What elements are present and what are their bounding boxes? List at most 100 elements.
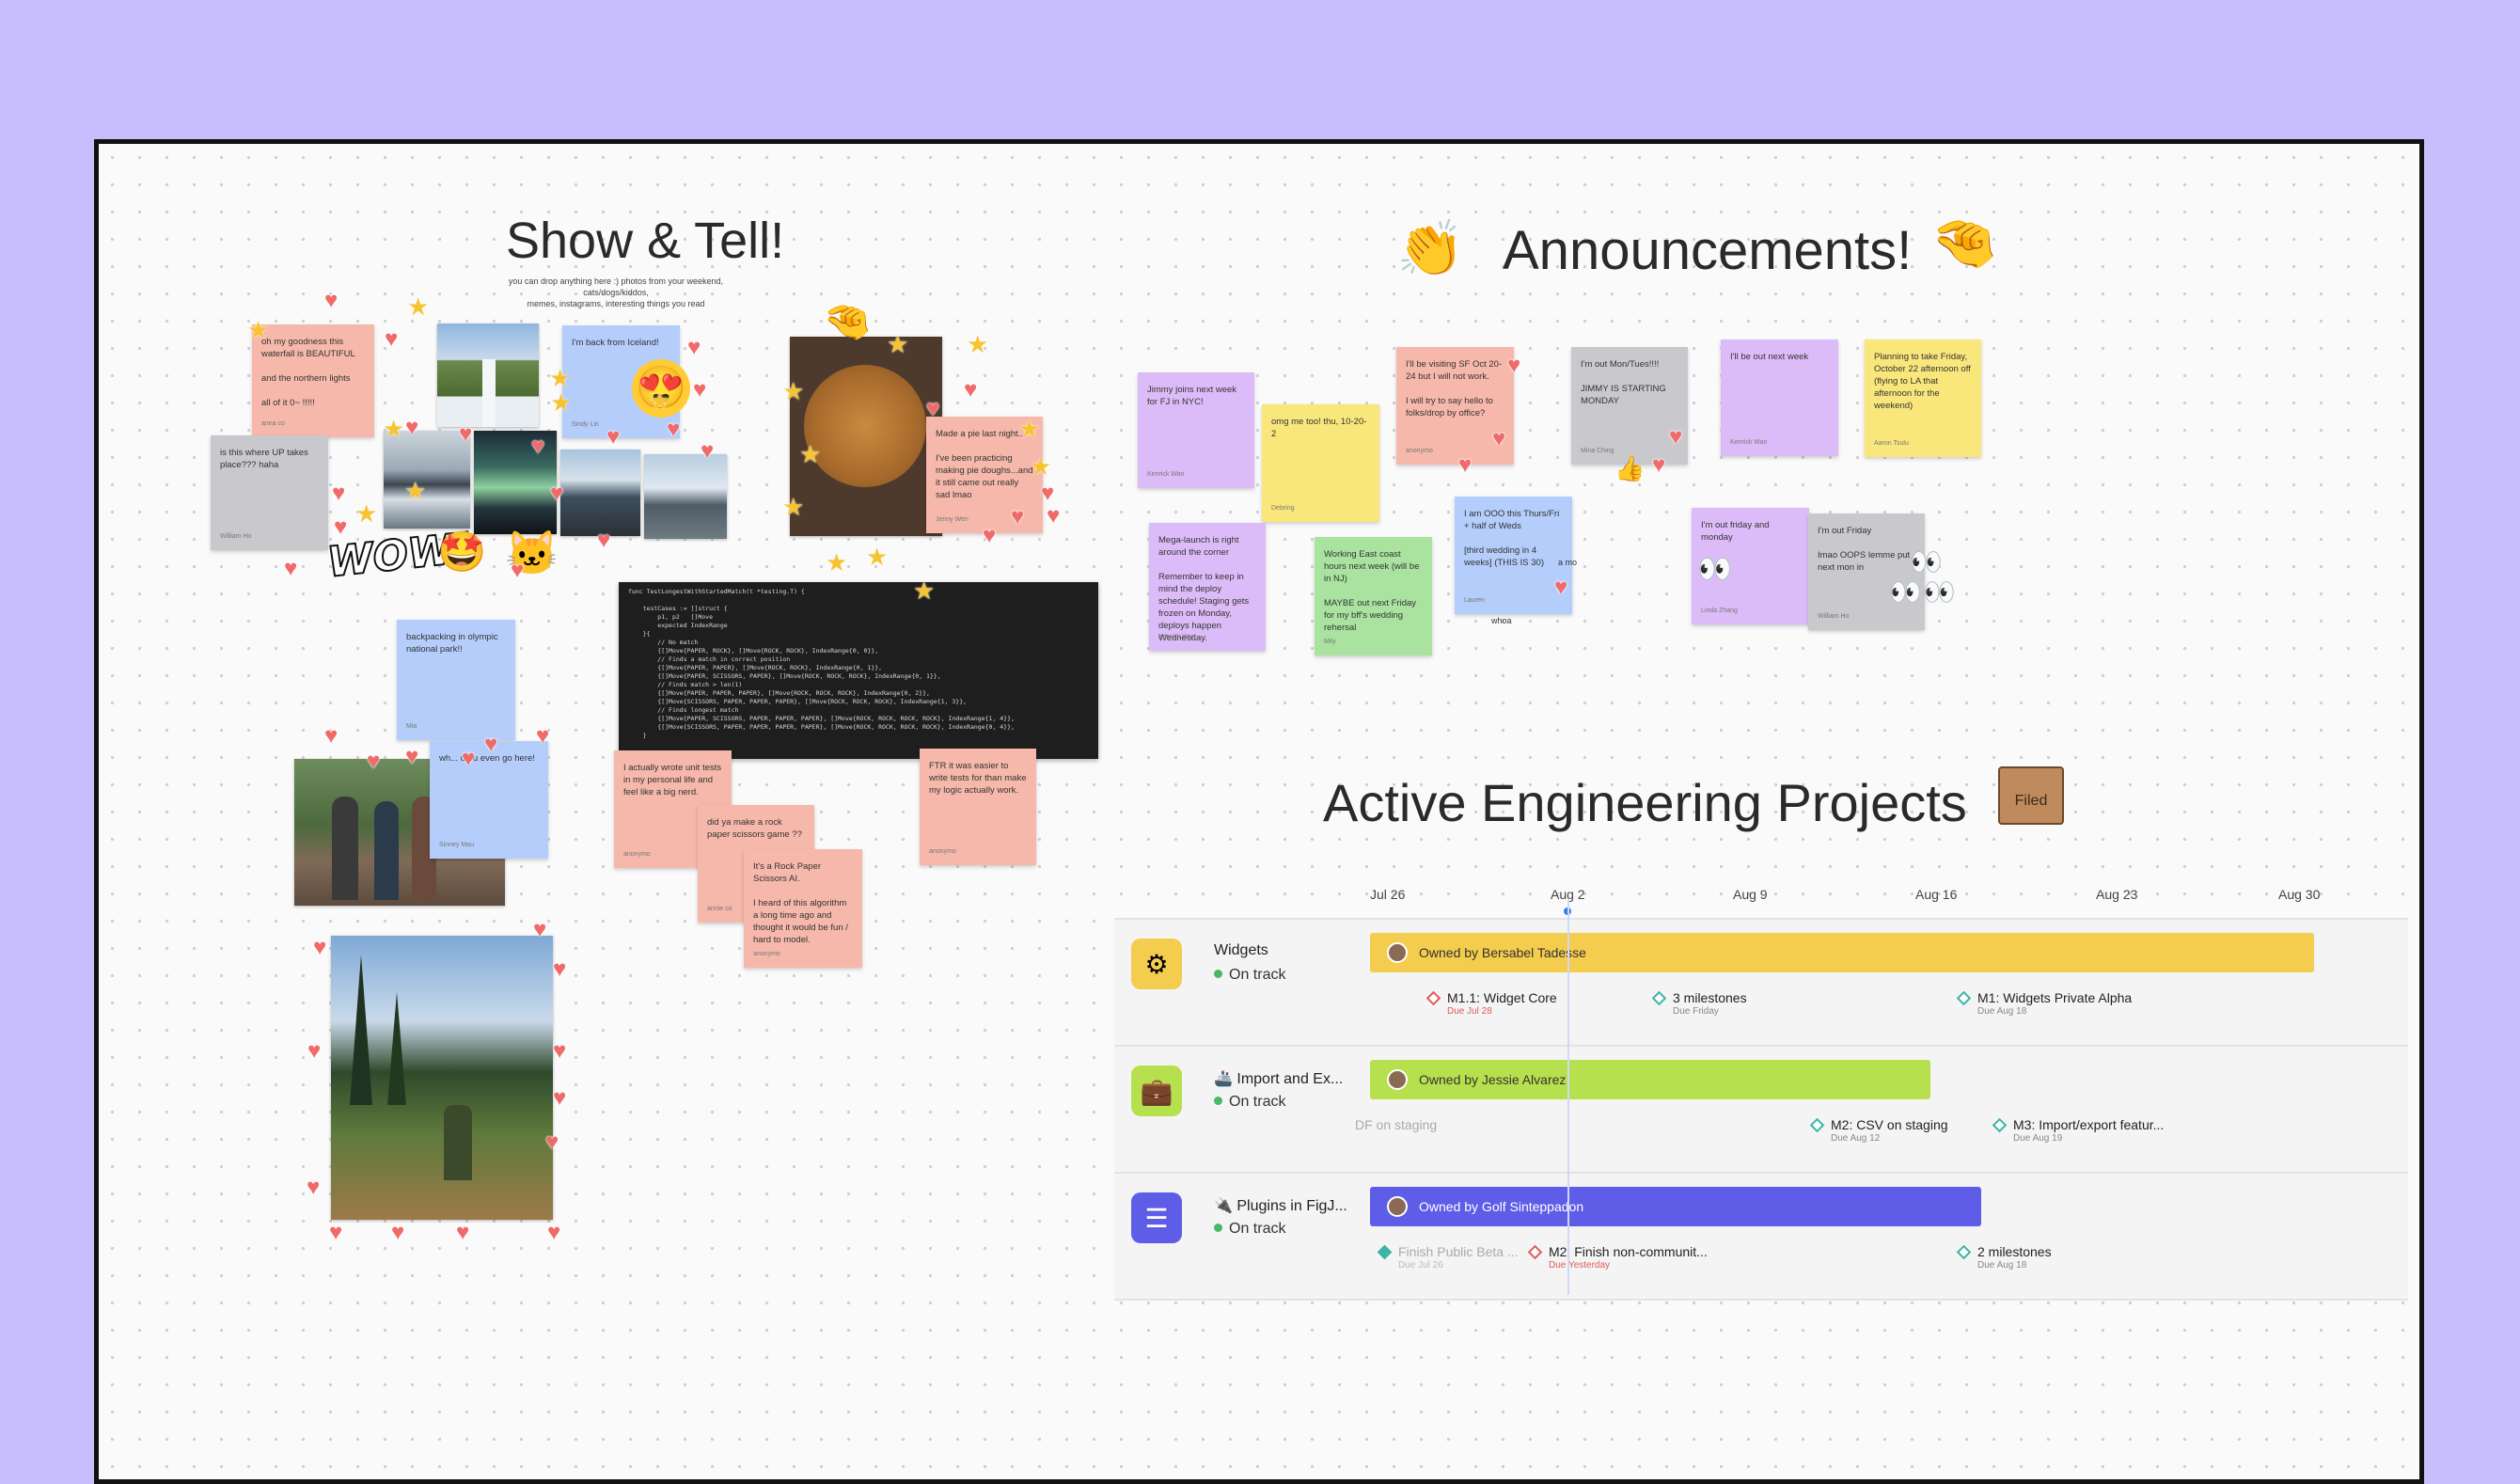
- subtitle-line1: you can drop anything here :) photos fro…: [508, 276, 724, 297]
- iceland-coast-photo[interactable]: [384, 431, 470, 529]
- sticky-note[interactable]: It's a Rock Paper Scissors AI. I heard o…: [744, 849, 862, 968]
- heart-icon: ♥: [324, 723, 339, 749]
- sticky-text: Mega-launch is right around the corner R…: [1158, 535, 1250, 643]
- sticky-text: Planning to take Friday, October 22 afte…: [1874, 352, 1971, 411]
- star-icon: ★: [782, 377, 805, 405]
- pie-photo[interactable]: [790, 337, 942, 536]
- heart-eyes-emoji-icon[interactable]: 😍: [632, 359, 690, 418]
- project-status: On track: [1214, 1094, 1285, 1111]
- milestone[interactable]: M2: Finish non-communit...Due Yesterday: [1527, 1244, 1708, 1271]
- milestone-due: Due Yesterday: [1549, 1260, 1611, 1271]
- milestone-due: Due Aug 19: [2013, 1133, 2063, 1144]
- heart-icon: ♥: [405, 415, 419, 440]
- heart-icon: ♥: [597, 528, 611, 553]
- sticky-note[interactable]: Jimmy joins next week for FJ in NYC!Kenr…: [1138, 372, 1254, 488]
- project-name[interactable]: 🚢 Import and Ex...: [1214, 1071, 1344, 1087]
- trail-photo[interactable]: [331, 936, 553, 1220]
- avatar: [1387, 942, 1408, 963]
- project-name[interactable]: Widgets: [1214, 942, 1268, 958]
- project-row[interactable]: ⚙ Widgets On track Owned by Bersabel Tad…: [1114, 920, 2408, 1047]
- star-icon: ★: [549, 364, 572, 392]
- waterfall-photo[interactable]: [437, 324, 539, 427]
- project-owner-bar[interactable]: Owned by Bersabel Tadesse: [1370, 933, 2314, 972]
- subtitle-line2: memes, instagrams, interesting things yo…: [527, 299, 705, 308]
- milestone-due: Due Jul 28: [1447, 1006, 1492, 1017]
- sticky-text: I actually wrote unit tests in my person…: [623, 763, 722, 797]
- sticky-text: did ya make a rock paper scissors game ?…: [707, 817, 802, 840]
- milestone[interactable]: Finish Public Beta ...Due Jul 26: [1377, 1244, 1519, 1271]
- sticky-text: is this where UP takes place??? haha: [220, 448, 308, 470]
- heart-icon: ♥: [456, 1220, 470, 1245]
- heart-icon: ♥: [1047, 503, 1061, 529]
- sticky-text: FTR it was easier to write tests for tha…: [929, 761, 1027, 796]
- sticky-note[interactable]: Mega-launch is right around the corner R…: [1149, 523, 1266, 651]
- heart-icon: ♥: [329, 1220, 343, 1245]
- star-icon: ★: [407, 292, 430, 321]
- heart-icon: ♥: [553, 956, 567, 982]
- sticky-author: anonymo: [929, 848, 956, 855]
- today-line: [1567, 900, 1569, 1295]
- star-icon: ★: [649, 387, 671, 415]
- heart-icon: ♥: [533, 917, 547, 942]
- project-owner-bar[interactable]: Owned by Jessie Alvarez: [1370, 1060, 1930, 1099]
- heart-icon: ♥: [1507, 353, 1521, 378]
- date-label: Aug 2: [1551, 887, 1585, 902]
- sticky-note[interactable]: FTR it was easier to write tests for tha…: [920, 749, 1036, 865]
- heart-icon: ♥: [701, 438, 715, 464]
- sticky-note[interactable]: wh... do u even go here!Sinney Mau: [430, 741, 548, 859]
- project-name[interactable]: 🔌 Plugins in FigJ...: [1214, 1198, 1347, 1214]
- heart-icon: ♥: [1458, 452, 1473, 478]
- milestone-title: M2: Finish non-communit...: [1549, 1244, 1708, 1259]
- project-row[interactable]: ☰ 🔌 Plugins in FigJ... On track Owned by…: [1114, 1174, 2408, 1301]
- project-row[interactable]: 💼 🚢 Import and Ex... On track Owned by J…: [1114, 1047, 2408, 1174]
- project-owner-bar[interactable]: Owned by Golf Sinteppadon: [1370, 1187, 1981, 1226]
- star-icon: ★: [550, 388, 573, 417]
- date-label: Aug 16: [1915, 887, 1958, 902]
- sticky-note[interactable]: I'm out Mon/Tues!!!! JIMMY IS STARTING M…: [1571, 347, 1688, 465]
- sticky-author: anonymo: [623, 851, 651, 858]
- code-snippet[interactable]: func TestLongestWithStartedMatch(t *test…: [619, 582, 1098, 759]
- sticky-note[interactable]: Planning to take Friday, October 22 afte…: [1865, 339, 1981, 457]
- sticky-note[interactable]: backpacking in olympic national park!!Mi…: [397, 620, 515, 740]
- cat-sticker-icon[interactable]: 🐱: [505, 529, 559, 577]
- sticky-note[interactable]: Made a pie last night... I've been pract…: [926, 417, 1043, 533]
- sticky-note[interactable]: I am OOO this Thurs/Fri + half of Weds […: [1455, 497, 1572, 614]
- clapping-hands-icon: 👏: [1396, 218, 1465, 279]
- milestone-title: Finish Public Beta ...: [1398, 1244, 1519, 1259]
- owner-label: Owned by Jessie Alvarez: [1419, 1072, 1567, 1087]
- northern-lights-photo[interactable]: [474, 431, 557, 534]
- pinching-hand-icon: 🤏: [823, 299, 873, 343]
- project-status-text: On track: [1229, 1094, 1286, 1110]
- sticky-author: Lauren: [1464, 597, 1485, 604]
- project-timeline: Jul 26 Aug 2 Aug 9 Aug 16 Aug 23 Aug 30 …: [1114, 887, 2412, 1357]
- sticky-text: It's a Rock Paper Scissors AI. I heard o…: [753, 861, 848, 945]
- star-icon: ★: [826, 548, 848, 576]
- amo-label: a mo: [1558, 558, 1578, 567]
- eyes-icon: 👀: [1923, 577, 1956, 607]
- figjam-board[interactable]: Show & Tell! you can drop anything here …: [94, 139, 2424, 1484]
- sticky-note[interactable]: oh my goodness this waterfall is BEAUTIF…: [252, 324, 374, 437]
- sticky-note[interactable]: Working East coast hours next week (will…: [1315, 537, 1432, 655]
- eyes-icon: 👀: [1910, 547, 1943, 576]
- sticky-note[interactable]: I'm out Friday Imao OOPS lemme put next …: [1808, 513, 1925, 630]
- milestone[interactable]: DF on staging: [1355, 1117, 1437, 1132]
- couple-photo[interactable]: [644, 454, 727, 539]
- diamond-icon: [1425, 990, 1441, 1006]
- sticky-text: backpacking in olympic national park!!: [406, 632, 498, 655]
- sticky-author: Mily: [1324, 639, 1336, 645]
- sticky-text: I'm back from Iceland!: [572, 338, 659, 348]
- sticky-note[interactable]: I'll be visiting SF Oct 20-24 but I will…: [1396, 347, 1514, 465]
- girl-emoji-icon[interactable]: 🤩: [437, 529, 487, 574]
- heart-icon: ♥: [531, 434, 545, 459]
- milestone[interactable]: M3: Import/export featur...Due Aug 19: [1992, 1117, 2164, 1144]
- cliff-photo[interactable]: [560, 450, 640, 536]
